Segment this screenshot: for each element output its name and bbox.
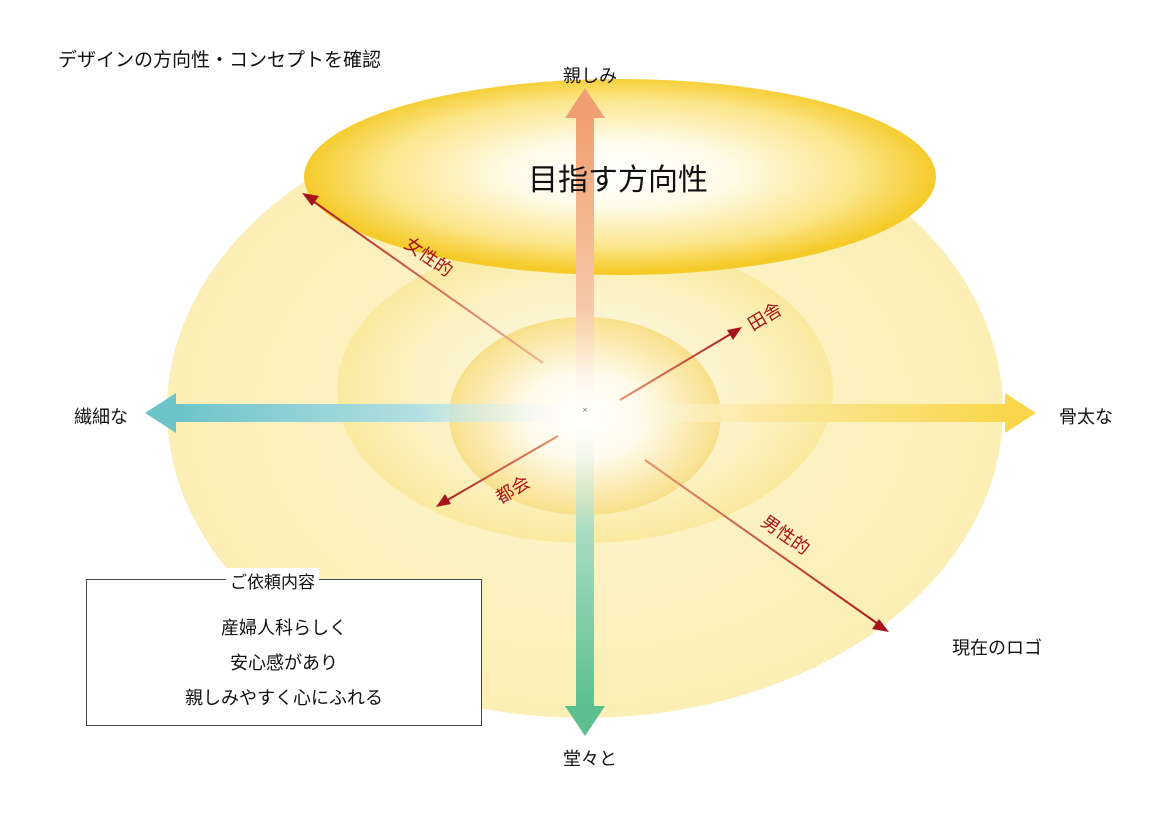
axis-label-right: 骨太な: [1059, 407, 1113, 428]
diagonal-arrow-lower-right: [644, 459, 889, 632]
diagonal-arrow-lower-left: [436, 435, 559, 507]
page-title: デザインの方向性・コンセプトを確認: [58, 49, 382, 71]
axis-label-left: 繊細な: [74, 407, 128, 428]
request-box-title: ご依頼内容: [226, 568, 319, 593]
current-logo-label: 現在のロゴ: [952, 638, 1042, 659]
target-area-ellipse: [304, 79, 936, 275]
target-direction-label: 目指す方向性: [528, 163, 708, 198]
diagonal-arrow-upper-right: [619, 327, 742, 401]
axis-arrow-bottom: [565, 412, 605, 736]
axis-arrow-top: [565, 88, 605, 412]
axis-arrow-right: [585, 393, 1036, 433]
center-marker: ×: [582, 406, 588, 414]
request-line: 安心感があり: [230, 653, 338, 674]
request-box: ご依頼内容 産婦人科らしく 安心感があり 親しみやすく心にふれる: [86, 568, 482, 726]
diagonal-arrow-upper-left: [302, 193, 544, 364]
request-line: 産婦人科らしく: [221, 618, 347, 639]
request-line: 親しみやすく心にふれる: [185, 688, 383, 709]
axis-label-bottom: 堂々と: [563, 749, 617, 770]
axis-arrow-left: [145, 393, 585, 433]
axis-label-top: 親しみ: [563, 66, 617, 87]
